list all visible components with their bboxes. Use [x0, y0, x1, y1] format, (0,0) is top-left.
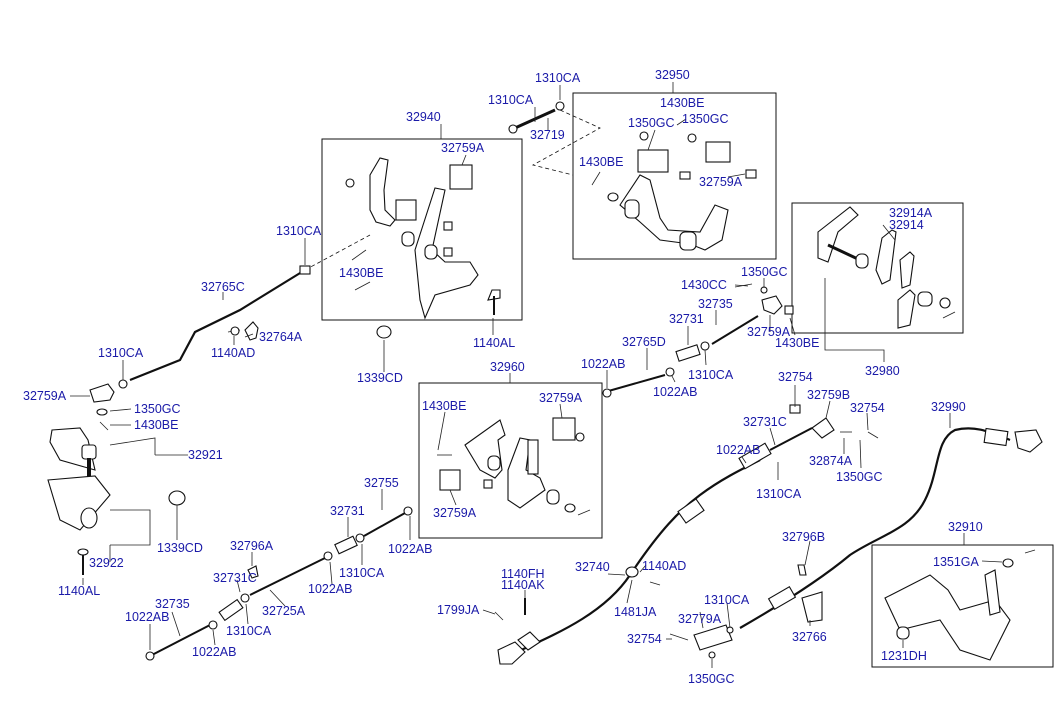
label-32914: 32914 — [889, 218, 924, 232]
rods-32765D-drawing — [602, 283, 794, 398]
label-1140FH: 1140FH — [501, 567, 545, 581]
label-1310CA-f: 1310CA — [226, 624, 272, 638]
label-1350GC-e: 1350GC — [836, 470, 883, 484]
label-1481JA: 1481JA — [614, 605, 657, 619]
label-1140AK: 1140AK — [501, 578, 545, 592]
label-1140AL-a: 1140AL — [473, 336, 515, 350]
label-1430BE-a: 1430BE — [660, 96, 704, 110]
label-1310CA-g: 1310CA — [756, 487, 802, 501]
box-32950 — [572, 92, 777, 260]
label-1430CC: 1430CC — [681, 278, 727, 292]
label-1022AB-d: 1022AB — [308, 582, 352, 596]
label-1140AD-a: 1140AD — [211, 346, 255, 360]
label-1022AB-e: 1022AB — [125, 610, 169, 624]
label-1022AB-f: 1022AB — [192, 645, 236, 659]
label-32796B: 32796B — [782, 530, 825, 544]
label-32922: 32922 — [89, 556, 124, 570]
label-32950: 32950 — [655, 68, 690, 82]
label-1022AB-a: 1022AB — [581, 357, 625, 371]
bracket-32910-drawing — [884, 549, 1036, 661]
label-32731C-a: 32731C — [213, 571, 257, 585]
label-32754-c: 32754 — [627, 632, 662, 646]
label-32754-b: 32754 — [850, 401, 885, 415]
label-32914A: 32914A — [889, 206, 933, 220]
label-1430BE-d: 1430BE — [134, 418, 178, 432]
label-32766: 32766 — [792, 630, 827, 644]
label-32765C: 32765C — [201, 280, 245, 294]
label-1339CD-a: 1339CD — [357, 371, 403, 385]
label-1140AD-b: 1140AD — [642, 559, 686, 573]
label-32980: 32980 — [865, 364, 900, 378]
label-32755: 32755 — [364, 476, 399, 490]
box-32910 — [871, 544, 1054, 668]
label-32731-b: 32731 — [330, 504, 365, 518]
label-1022AB-g: 1022AB — [716, 443, 760, 457]
label-32759A-b: 32759A — [441, 141, 485, 155]
label-1140AL-b: 1140AL — [58, 584, 100, 598]
guide-32940 — [304, 234, 371, 271]
label-32735-a: 32735 — [698, 297, 733, 311]
label-1310CA-a: 1310CA — [488, 93, 534, 107]
label-1310CA-top: 1310CA — [535, 71, 581, 85]
leader-lines — [70, 82, 1003, 668]
label-32940: 32940 — [406, 110, 441, 124]
cable-32990-drawing — [669, 427, 1043, 659]
label-1310CA-e: 1310CA — [339, 566, 385, 580]
label-32759A-a: 32759A — [699, 175, 743, 189]
label-32731-a: 32731 — [669, 312, 704, 326]
box-32980 — [791, 202, 964, 334]
label-32759B: 32759B — [807, 388, 850, 402]
assembly-32950-drawing — [591, 118, 757, 251]
label-32754-a: 32754 — [778, 370, 813, 384]
label-1430BE-e: 1430BE — [775, 336, 819, 350]
assembly-32940-drawing — [345, 157, 501, 339]
label-32759A-d: 32759A — [747, 325, 791, 339]
label-32765D: 32765D — [622, 335, 666, 349]
label-1350GC-d: 1350GC — [741, 265, 788, 279]
label-32921: 32921 — [188, 448, 223, 462]
label-32796A: 32796A — [230, 539, 274, 553]
label-32990: 32990 — [931, 400, 966, 414]
label-1022AB-c: 1022AB — [388, 542, 432, 556]
label-1231DH: 1231DH — [881, 649, 927, 663]
label-1430BE-c: 1430BE — [339, 266, 383, 280]
label-32725A: 32725A — [262, 604, 306, 618]
label-1310CA-b: 1310CA — [276, 224, 322, 238]
label-32740: 32740 — [575, 560, 610, 574]
label-1310CA-c: 1310CA — [98, 346, 144, 360]
label-32874A: 32874A — [809, 454, 853, 468]
label-32731C-b: 32731C — [743, 415, 787, 429]
label-1339CD-b: 1339CD — [157, 541, 203, 555]
label-1430BE-b: 1430BE — [579, 155, 623, 169]
assembly-32980-drawing — [817, 206, 956, 329]
box-32960 — [418, 382, 603, 539]
assembly-32765C-drawing — [47, 265, 311, 575]
label-1350GC-b: 1350GC — [682, 112, 729, 126]
box-32940 — [321, 138, 523, 321]
label-1351GA: 1351GA — [933, 555, 980, 569]
label-32910: 32910 — [948, 520, 983, 534]
label-32960: 32960 — [490, 360, 525, 374]
label-32759A-f: 32759A — [433, 506, 477, 520]
label-32735-b: 32735 — [155, 597, 190, 611]
label-32759A-c: 32759A — [23, 389, 67, 403]
assembly-32960-drawing — [437, 417, 591, 516]
guide-32719 — [531, 109, 601, 176]
label-1350GC-f: 1350GC — [688, 672, 735, 686]
label-32764A: 32764A — [259, 330, 303, 344]
label-32759A-e: 32759A — [539, 391, 583, 405]
label-1799JA: 1799JA — [437, 603, 480, 617]
part-labels: 32950 1310CA 1310CA 32719 1430BE 1350GC … — [23, 68, 983, 686]
rods-32725A-drawing — [145, 506, 413, 661]
label-32719: 32719 — [530, 128, 565, 142]
cable-32740-drawing — [494, 404, 879, 665]
label-1350GC-c: 1350GC — [134, 402, 181, 416]
label-1350GC-a: 1350GC — [628, 116, 675, 130]
label-1310CA-h: 1310CA — [704, 593, 750, 607]
label-1430BE-f: 1430BE — [422, 399, 466, 413]
label-1022AB-b: 1022AB — [653, 385, 697, 399]
label-32779A: 32779A — [678, 612, 722, 626]
label-1310CA-d: 1310CA — [688, 368, 734, 382]
